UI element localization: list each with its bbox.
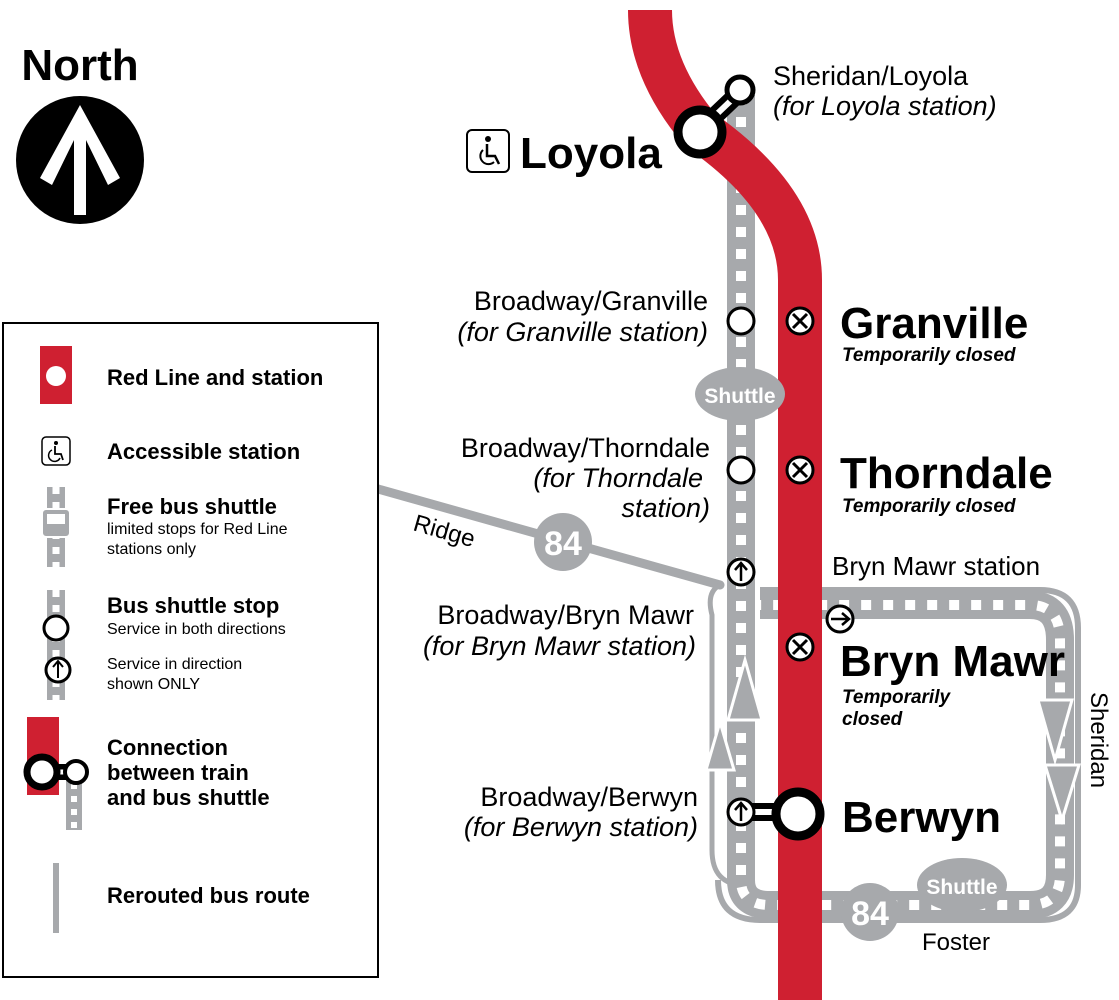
svg-text:84: 84 <box>544 525 582 563</box>
legend: Red Line and station Accessible station … <box>2 322 379 978</box>
broadway-bryn-mawr-note: (for Bryn Mawr station) <box>423 631 696 661</box>
broadway-thorndale-note-2: station) <box>621 493 710 523</box>
sheridan-loyola-stop-name: Sheridan/Loyola <box>773 61 969 91</box>
legend-connection-icon <box>23 717 89 830</box>
shuttle-label-lower: Shuttle <box>917 858 1007 912</box>
shuttle-label-upper: Shuttle <box>695 367 785 421</box>
broadway-bryn-mawr-stop-directional[interactable] <box>726 557 756 587</box>
legend-shuttle-sub-2: stations only <box>107 541 196 558</box>
shuttle-direction-arrows <box>704 654 1082 826</box>
legend-connection-2: between train <box>107 760 249 785</box>
berwyn-connection[interactable] <box>726 787 825 841</box>
broadway-granville-stop[interactable] <box>726 306 756 336</box>
svg-text:84: 84 <box>851 895 889 933</box>
berwyn-station-name: Berwyn <box>842 793 1001 842</box>
thorndale-status: Temporarily closed <box>842 496 1016 517</box>
thorndale-station-name: Thorndale <box>840 449 1053 498</box>
accessible-icon <box>466 129 510 173</box>
broadway-thorndale-name: Broadway/Thorndale <box>461 433 710 463</box>
legend-rerouted-label: Rerouted bus route <box>107 883 310 908</box>
granville-station-name: Granville <box>840 299 1028 348</box>
granville-closed-station[interactable] <box>785 306 815 336</box>
thorndale-closed-station[interactable] <box>785 455 815 485</box>
north-label: North <box>21 41 138 90</box>
legend-accessible-label: Accessible station <box>107 439 300 464</box>
bryn-mawr-closed-station[interactable] <box>785 632 815 662</box>
broadway-thorndale-note-1: (for Thorndale <box>533 463 703 493</box>
loyola-connection[interactable] <box>673 74 756 159</box>
granville-status: Temporarily closed <box>842 345 1016 366</box>
broadway-granville-note: (for Granville station) <box>457 317 708 347</box>
svg-text:Shuttle: Shuttle <box>704 385 775 408</box>
broadway-bryn-mawr-name: Broadway/Bryn Mawr <box>437 600 694 630</box>
legend-dir-sub-2: shown ONLY <box>107 676 200 693</box>
bryn-mawr-station-stop-directional[interactable] <box>825 604 855 634</box>
legend-connection-1: Connection <box>107 735 228 760</box>
legend-shuttle-title: Free bus shuttle <box>107 494 277 519</box>
legend-stop-sub: Service in both directions <box>107 621 286 638</box>
bryn-mawr-station-stop-name: Bryn Mawr station <box>832 551 1040 581</box>
bryn-mawr-station-name: Bryn Mawr <box>840 637 1065 686</box>
legend-red-line-icon <box>40 346 72 404</box>
foster-street-label: Foster <box>922 929 990 956</box>
sheridan-loyola-stop-note: (for Loyola station) <box>773 91 997 121</box>
legend-dir-sub-1: Service in direction <box>107 656 242 673</box>
broadway-granville-name: Broadway/Granville <box>474 286 708 316</box>
shuttle-route <box>715 95 1081 923</box>
route-84-badge-foster: 84 <box>841 883 899 941</box>
bryn-mawr-status-2: closed <box>842 709 903 730</box>
loyola-station-name: Loyola <box>520 129 662 178</box>
broadway-berwyn-note: (for Berwyn station) <box>464 812 698 842</box>
route-84-badge-ridge: 84 <box>534 513 592 571</box>
sheridan-street-label: Sheridan <box>1085 692 1112 788</box>
legend-stop-icon <box>42 590 72 700</box>
broadway-thorndale-stop[interactable] <box>726 455 756 485</box>
legend-accessible-icon <box>41 436 71 466</box>
legend-shuttle-icon <box>41 487 71 567</box>
broadway-berwyn-name: Broadway/Berwyn <box>480 782 698 812</box>
north-compass: North <box>16 41 144 224</box>
legend-shuttle-sub-1: limited stops for Red Line <box>107 521 288 538</box>
svg-text:Shuttle: Shuttle <box>926 876 997 899</box>
bryn-mawr-status-1: Temporarily <box>842 687 951 708</box>
legend-connection-3: and bus shuttle <box>107 785 270 810</box>
legend-red-line-label: Red Line and station <box>107 365 323 390</box>
legend-stop-title: Bus shuttle stop <box>107 593 279 618</box>
